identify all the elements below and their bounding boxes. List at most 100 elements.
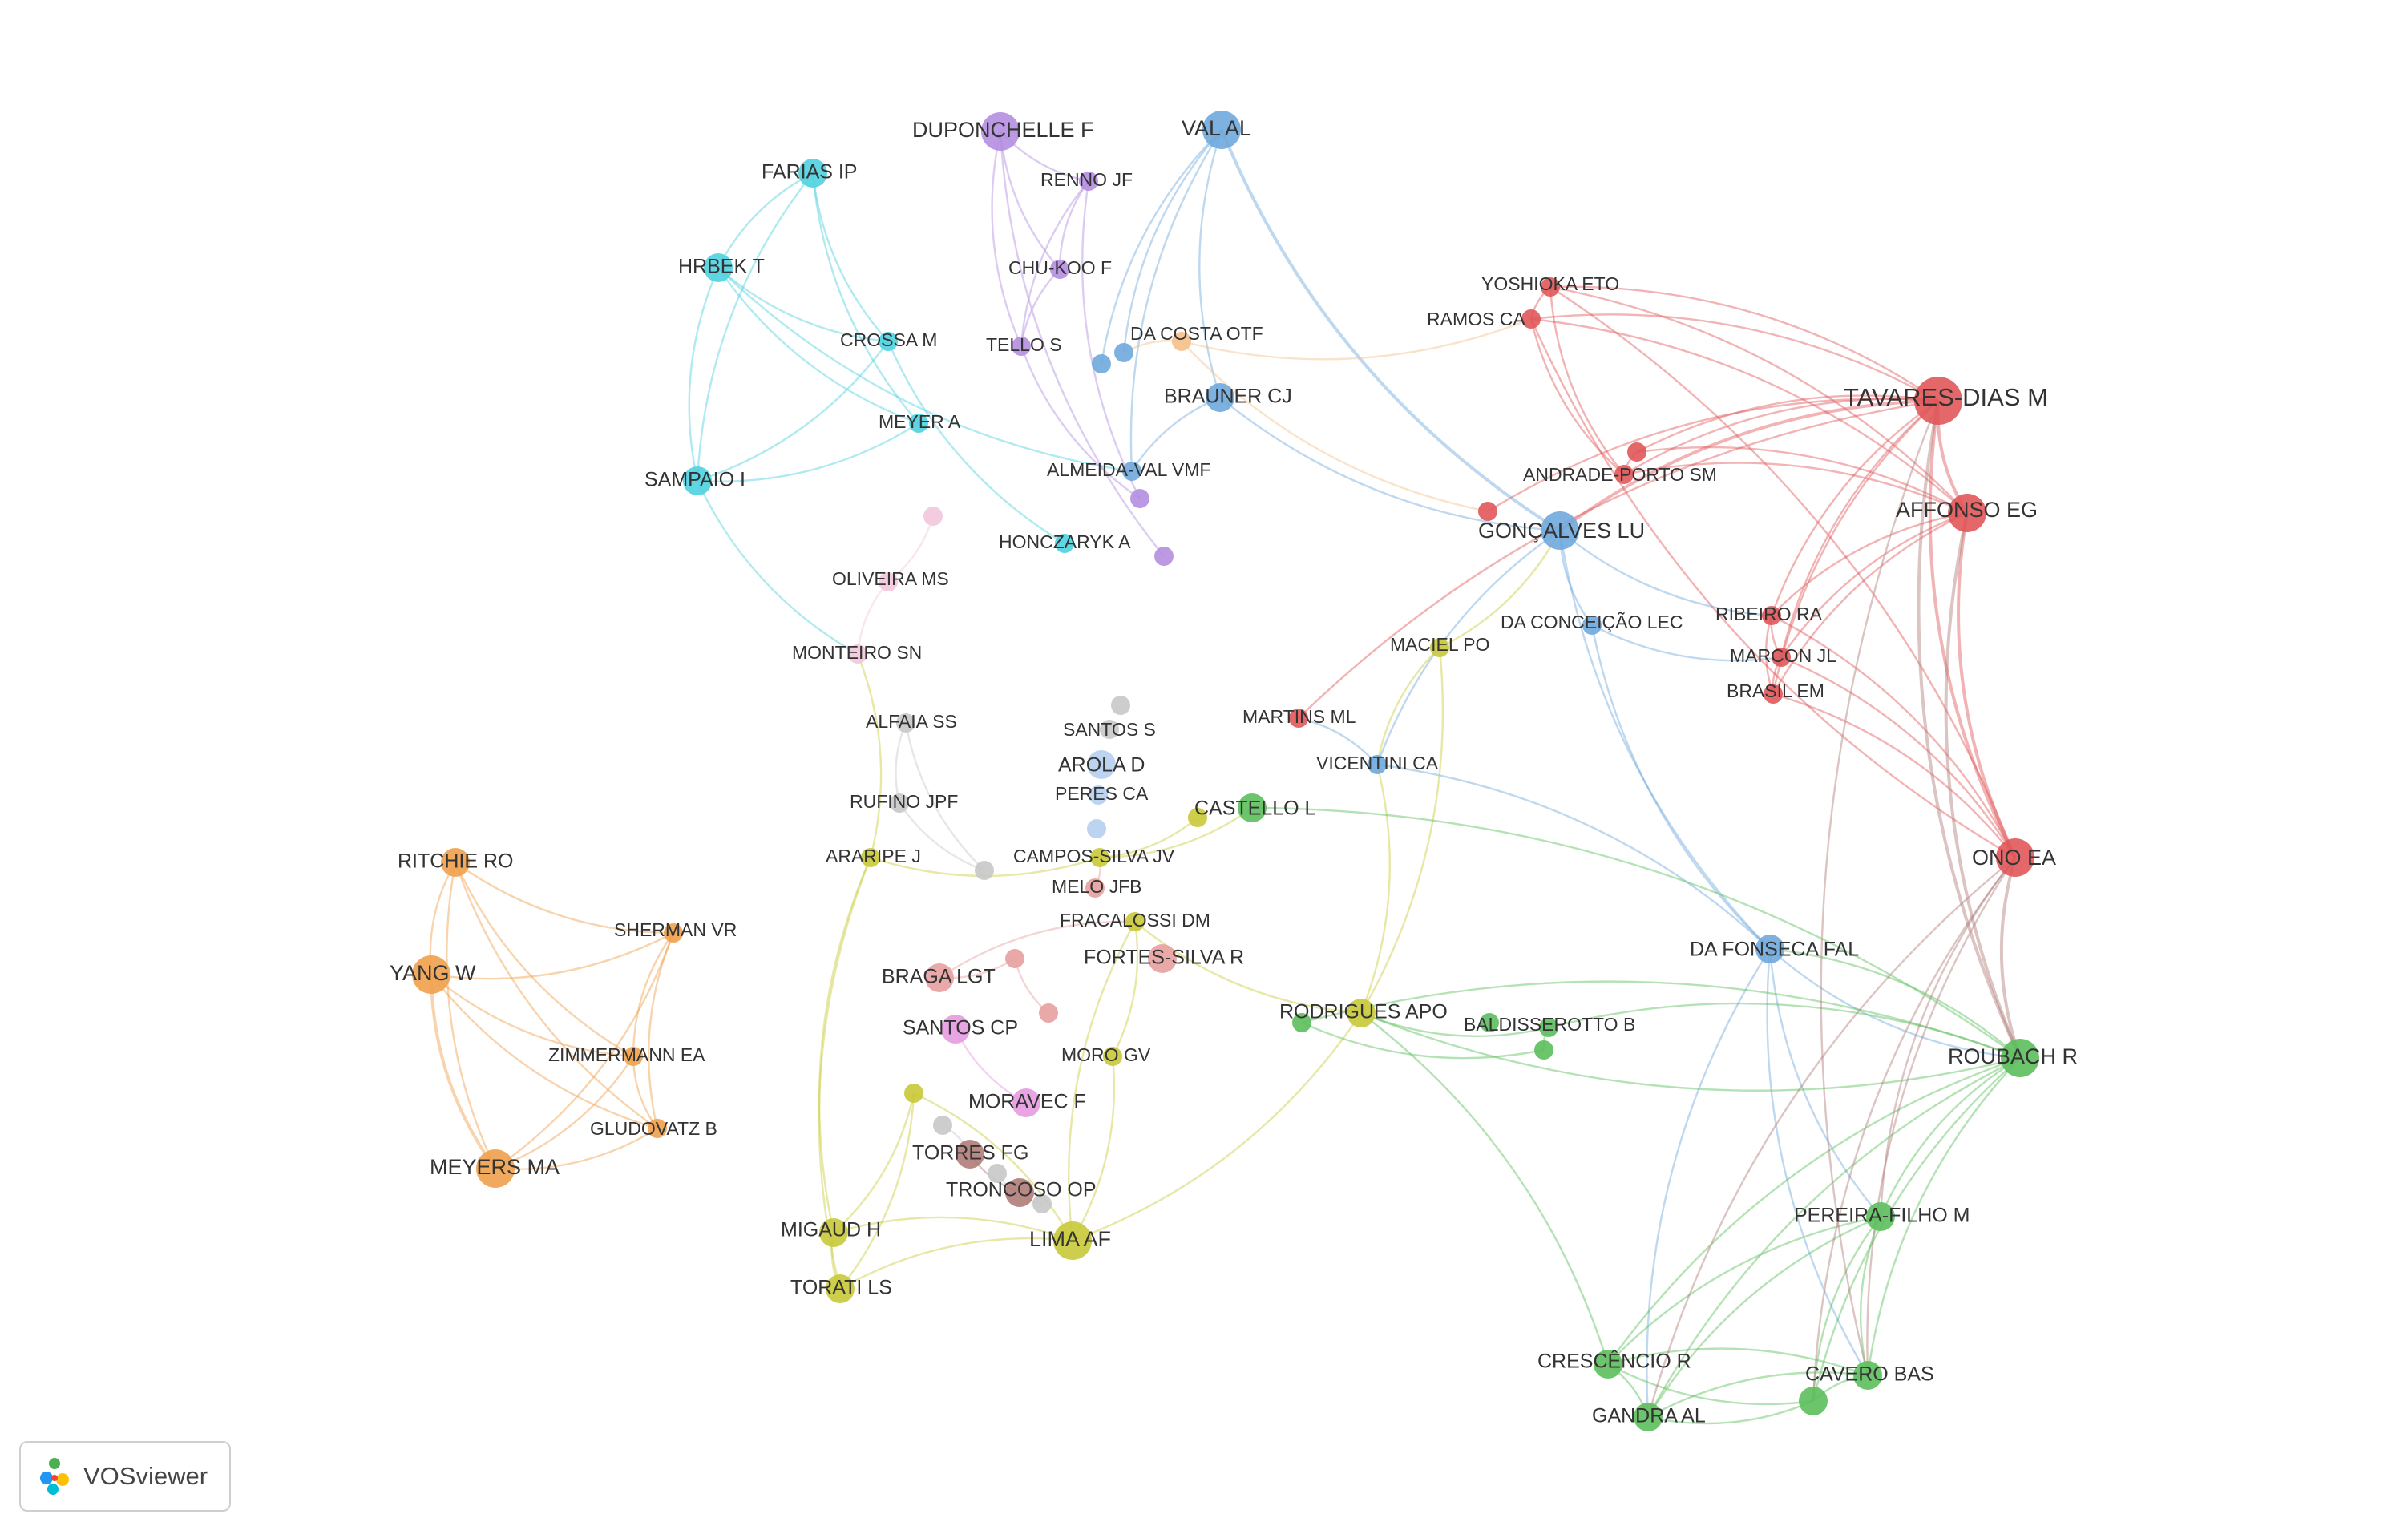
- node-sampaio[interactable]: [683, 466, 712, 495]
- node-purple_b[interactable]: [1154, 547, 1174, 566]
- node-fracalossi[interactable]: [1125, 912, 1145, 931]
- node-sal_a[interactable]: [1005, 949, 1024, 968]
- node-sal_b[interactable]: [1039, 1003, 1058, 1023]
- node-torati[interactable]: [826, 1274, 855, 1303]
- node-duponchelle[interactable]: [981, 112, 1020, 151]
- node-affonso[interactable]: [1948, 494, 1986, 532]
- node-perescа[interactable]: [1089, 785, 1108, 805]
- node-vicentini[interactable]: [1368, 755, 1387, 774]
- node-migaud[interactable]: [819, 1218, 848, 1247]
- node-blue_b[interactable]: [1114, 343, 1133, 362]
- node-label-cavero: CAVERO BAS: [1805, 1363, 1934, 1386]
- node-baldisserotto[interactable]: [1539, 1018, 1558, 1037]
- node-roubach[interactable]: [2001, 1039, 2039, 1077]
- node-almeida[interactable]: [1122, 462, 1141, 481]
- node-green_b[interactable]: [1534, 1040, 1553, 1060]
- vosviewer-label: VOSviewer: [83, 1462, 208, 1490]
- node-pink_a[interactable]: [923, 507, 943, 526]
- node-yangw[interactable]: [412, 955, 450, 994]
- node-troncoso[interactable]: [1005, 1178, 1034, 1207]
- node-gray_d[interactable]: [1032, 1194, 1052, 1213]
- node-andrade[interactable]: [1614, 465, 1634, 484]
- link-roubach-green_a: [1301, 980, 2021, 1060]
- node-santoss[interactable]: [1100, 720, 1119, 739]
- node-alfaia[interactable]: [896, 713, 915, 733]
- link-tavares-yoshioka: [1549, 285, 1939, 402]
- node-arola[interactable]: [1087, 750, 1116, 779]
- node-marcon[interactable]: [1772, 648, 1791, 667]
- node-ramosca[interactable]: [1521, 309, 1541, 329]
- node-morogv[interactable]: [1103, 1047, 1122, 1066]
- node-rodrigues[interactable]: [1347, 999, 1376, 1027]
- node-sherman[interactable]: [664, 923, 683, 943]
- node-oliveira[interactable]: [879, 572, 898, 591]
- node-castello[interactable]: [1238, 793, 1267, 822]
- node-blue_a[interactable]: [1092, 354, 1111, 373]
- node-gray_b[interactable]: [1111, 696, 1130, 715]
- node-zimmermann[interactable]: [624, 1047, 643, 1066]
- node-araripe[interactable]: [861, 848, 880, 867]
- node-monteiro[interactable]: [848, 644, 867, 664]
- node-gandra[interactable]: [1634, 1403, 1663, 1431]
- node-red_a[interactable]: [1627, 442, 1646, 462]
- node-gray_c[interactable]: [933, 1116, 952, 1135]
- node-crescencio[interactable]: [1594, 1350, 1622, 1379]
- node-ritchie[interactable]: [441, 848, 470, 877]
- node-crossa[interactable]: [879, 332, 898, 351]
- node-rufino[interactable]: [890, 793, 909, 813]
- node-yoshioka[interactable]: [1541, 277, 1560, 297]
- node-yel_a[interactable]: [1188, 808, 1207, 827]
- node-moravec[interactable]: [1012, 1088, 1040, 1117]
- node-green_a[interactable]: [1292, 1013, 1311, 1032]
- link-brauner-goncalves: [1219, 397, 1561, 532]
- node-green_c[interactable]: [1480, 1013, 1499, 1032]
- link-tavares-goncalves: [1558, 399, 1939, 532]
- node-purple_a[interactable]: [1130, 489, 1149, 508]
- node-daconceicao[interactable]: [1582, 616, 1602, 635]
- link-ritchie-sherman: [455, 862, 674, 935]
- node-farias[interactable]: [798, 159, 827, 188]
- node-dafonseca[interactable]: [1755, 935, 1784, 963]
- node-brauner[interactable]: [1206, 383, 1234, 412]
- node-pereira[interactable]: [1866, 1202, 1895, 1231]
- node-meyersma[interactable]: [476, 1149, 515, 1188]
- node-meyera[interactable]: [909, 414, 928, 433]
- node-santoscp[interactable]: [941, 1015, 970, 1044]
- node-gludovatz[interactable]: [648, 1119, 667, 1138]
- node-tavares[interactable]: [1914, 377, 1962, 425]
- link-valal-blue_a: [1100, 129, 1222, 365]
- link-affonso-marcon: [1780, 511, 1968, 658]
- node-honczaryk[interactable]: [1055, 534, 1074, 553]
- node-bragalgt[interactable]: [925, 963, 954, 992]
- link-tavares-ramosca: [1530, 313, 1939, 402]
- node-gray_a[interactable]: [975, 861, 994, 880]
- node-gray_e[interactable]: [988, 1164, 1007, 1183]
- node-renno[interactable]: [1079, 172, 1098, 191]
- node-valal[interactable]: [1202, 111, 1241, 149]
- link-tavares-cavero: [1820, 400, 1940, 1376]
- node-lb_a[interactable]: [1087, 819, 1106, 838]
- link-araripe-monteiro: [856, 653, 883, 858]
- node-chukoo[interactable]: [1050, 260, 1069, 279]
- node-label-gludovatz: GLUDOVATZ B: [590, 1118, 717, 1139]
- node-torres[interactable]: [956, 1140, 984, 1169]
- node-ribeiro[interactable]: [1762, 606, 1781, 625]
- link-hrbek-sampaio: [688, 267, 720, 482]
- node-fortes[interactable]: [1148, 944, 1177, 973]
- node-tello[interactable]: [1012, 337, 1031, 356]
- node-red_b[interactable]: [1478, 502, 1497, 521]
- node-dacosta[interactable]: [1172, 332, 1191, 351]
- node-campos[interactable]: [1090, 848, 1109, 867]
- node-brasil[interactable]: [1764, 684, 1783, 704]
- node-limaaf[interactable]: [1053, 1221, 1092, 1260]
- node-goncalves[interactable]: [1541, 511, 1579, 550]
- node-yel_b[interactable]: [904, 1084, 923, 1103]
- node-green_d[interactable]: [1799, 1387, 1828, 1415]
- node-label-araripe: ARARIPE J: [826, 846, 921, 866]
- node-cavero[interactable]: [1853, 1361, 1882, 1390]
- node-ono[interactable]: [1996, 838, 2034, 877]
- node-martins[interactable]: [1289, 709, 1308, 728]
- node-macielpo[interactable]: [1430, 638, 1449, 657]
- node-melojfb[interactable]: [1085, 878, 1105, 898]
- node-hrbek[interactable]: [704, 253, 733, 282]
